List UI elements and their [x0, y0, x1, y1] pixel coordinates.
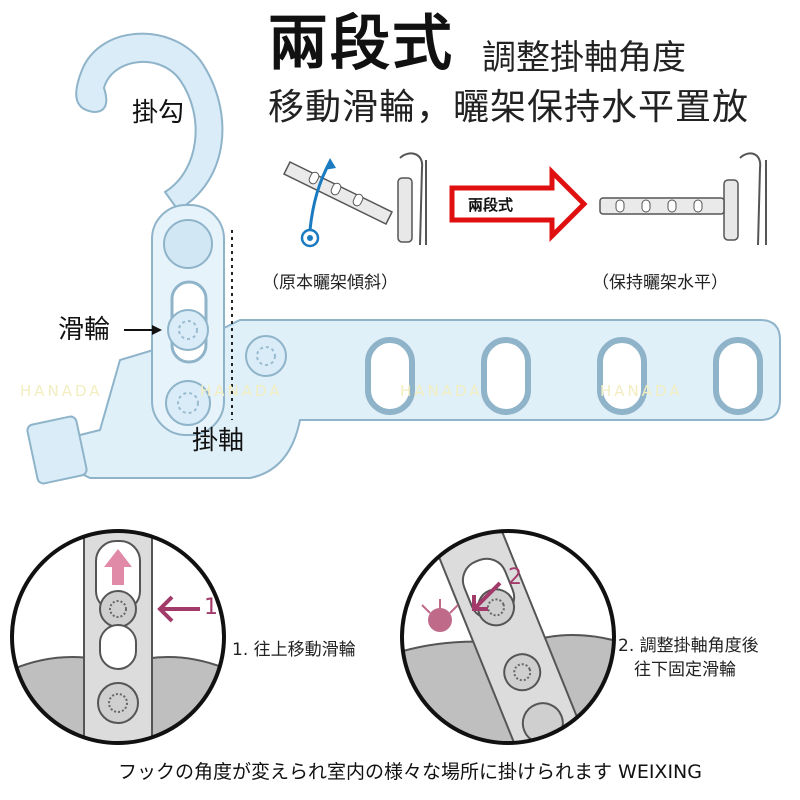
caption-after: （保持曬架水平）: [592, 273, 728, 293]
label-hook: 掛勾: [132, 98, 185, 128]
watermark-3: HANADA: [400, 382, 483, 400]
step2-detail: [402, 531, 614, 743]
watermark-4: HANADA: [600, 382, 683, 400]
step2-text-line2: 往下固定滑輪: [634, 660, 736, 680]
slot-2: [481, 337, 531, 415]
callout-1: 1: [204, 595, 218, 620]
pivot-circle: [245, 335, 287, 377]
arrow-label: 兩段式: [468, 196, 514, 214]
red-arrow-shape: [449, 165, 588, 243]
headline-subtitle: 調整掛軸角度: [482, 38, 686, 78]
hook-shape: [75, 32, 224, 212]
step-detail-circles: [10, 529, 616, 745]
slot-1: [365, 337, 415, 415]
label-axle: 掛軸: [192, 426, 245, 456]
clip-shape: [26, 415, 88, 485]
label-pulley: 滑輪: [58, 315, 111, 345]
pulley-wheel: [167, 309, 209, 351]
watermark-2: HANADA: [200, 382, 283, 400]
hanger-illustration: [26, 32, 781, 485]
step1-text: 1. 往上移動滑輪: [232, 640, 356, 660]
watermark-1: HANADA: [20, 382, 103, 400]
before-diagram: [282, 152, 427, 248]
slot-4: [713, 337, 763, 415]
headline-title: 兩段式: [268, 9, 454, 79]
headline-line2: 移動滑輪，曬架保持水平置放: [268, 87, 750, 128]
after-diagram: [599, 152, 767, 246]
step2-arrow: [472, 581, 502, 611]
caption-before: （原本曬架傾斜）: [262, 273, 398, 293]
callout-2: 2: [508, 565, 522, 590]
step1-detail: [12, 531, 224, 743]
step2-text-line1: 2. 調整掛軸角度後: [618, 636, 759, 656]
step1-arrow: [157, 595, 200, 623]
footer-text: フックの角度が変えられ室内の様々な場所に掛けられます WEIXING: [118, 761, 702, 783]
top-knob: [163, 219, 213, 269]
comparison-diagrams: [282, 152, 767, 248]
slot-3: [597, 337, 647, 415]
axle-wheel: [165, 380, 211, 426]
